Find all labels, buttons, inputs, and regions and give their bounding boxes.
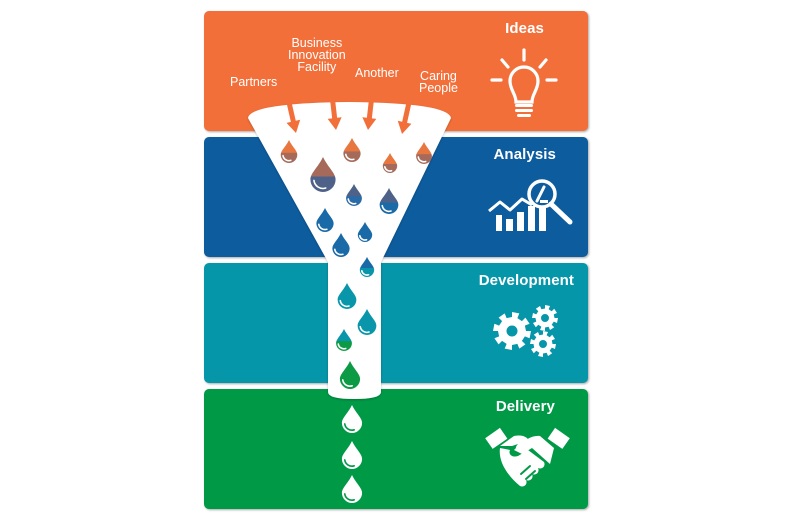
drop (310, 157, 336, 192)
handshake-icon (485, 427, 570, 487)
chart-magnifier-icon (488, 179, 573, 231)
drop (341, 441, 363, 469)
gears-icon (493, 305, 558, 357)
stage-title-analysis: Analysis (493, 146, 556, 163)
drop (343, 138, 361, 163)
drop (416, 142, 432, 165)
drop (359, 257, 375, 277)
arrow-3 (362, 94, 377, 130)
drop (280, 140, 298, 163)
drops (280, 138, 432, 503)
source-label-line: Caring (420, 69, 457, 83)
drop (337, 283, 357, 309)
source-label-line: Business (291, 36, 343, 50)
arrow-4 (397, 97, 413, 135)
stage-title-ideas: Ideas (505, 20, 544, 37)
drop (379, 188, 399, 214)
drop (316, 208, 334, 233)
lightbulb-icon (490, 48, 558, 117)
arrow-2 (327, 94, 342, 130)
funnel-shape (248, 102, 451, 399)
source-label-partners: Partners (230, 75, 278, 89)
drop (341, 405, 363, 434)
drop (339, 361, 361, 389)
stage-title-development: Development (478, 272, 574, 289)
drop (341, 475, 363, 503)
drop (357, 222, 373, 242)
source-label-line: People (419, 81, 458, 95)
source-label-another: Another (355, 66, 399, 80)
gear-small-icon (530, 331, 556, 357)
source-label-line: Innovation (288, 48, 346, 62)
source-arrows (285, 94, 413, 135)
source-label-line: Facility (297, 60, 337, 74)
arrow-1 (285, 97, 301, 133)
drop (346, 184, 362, 207)
gear-large-icon (493, 312, 531, 350)
drop (336, 329, 352, 351)
drop (332, 233, 350, 257)
stage-title-delivery: Delivery (495, 398, 555, 415)
drop (382, 153, 398, 174)
gear-small-icon (532, 305, 558, 331)
drop (357, 309, 377, 335)
